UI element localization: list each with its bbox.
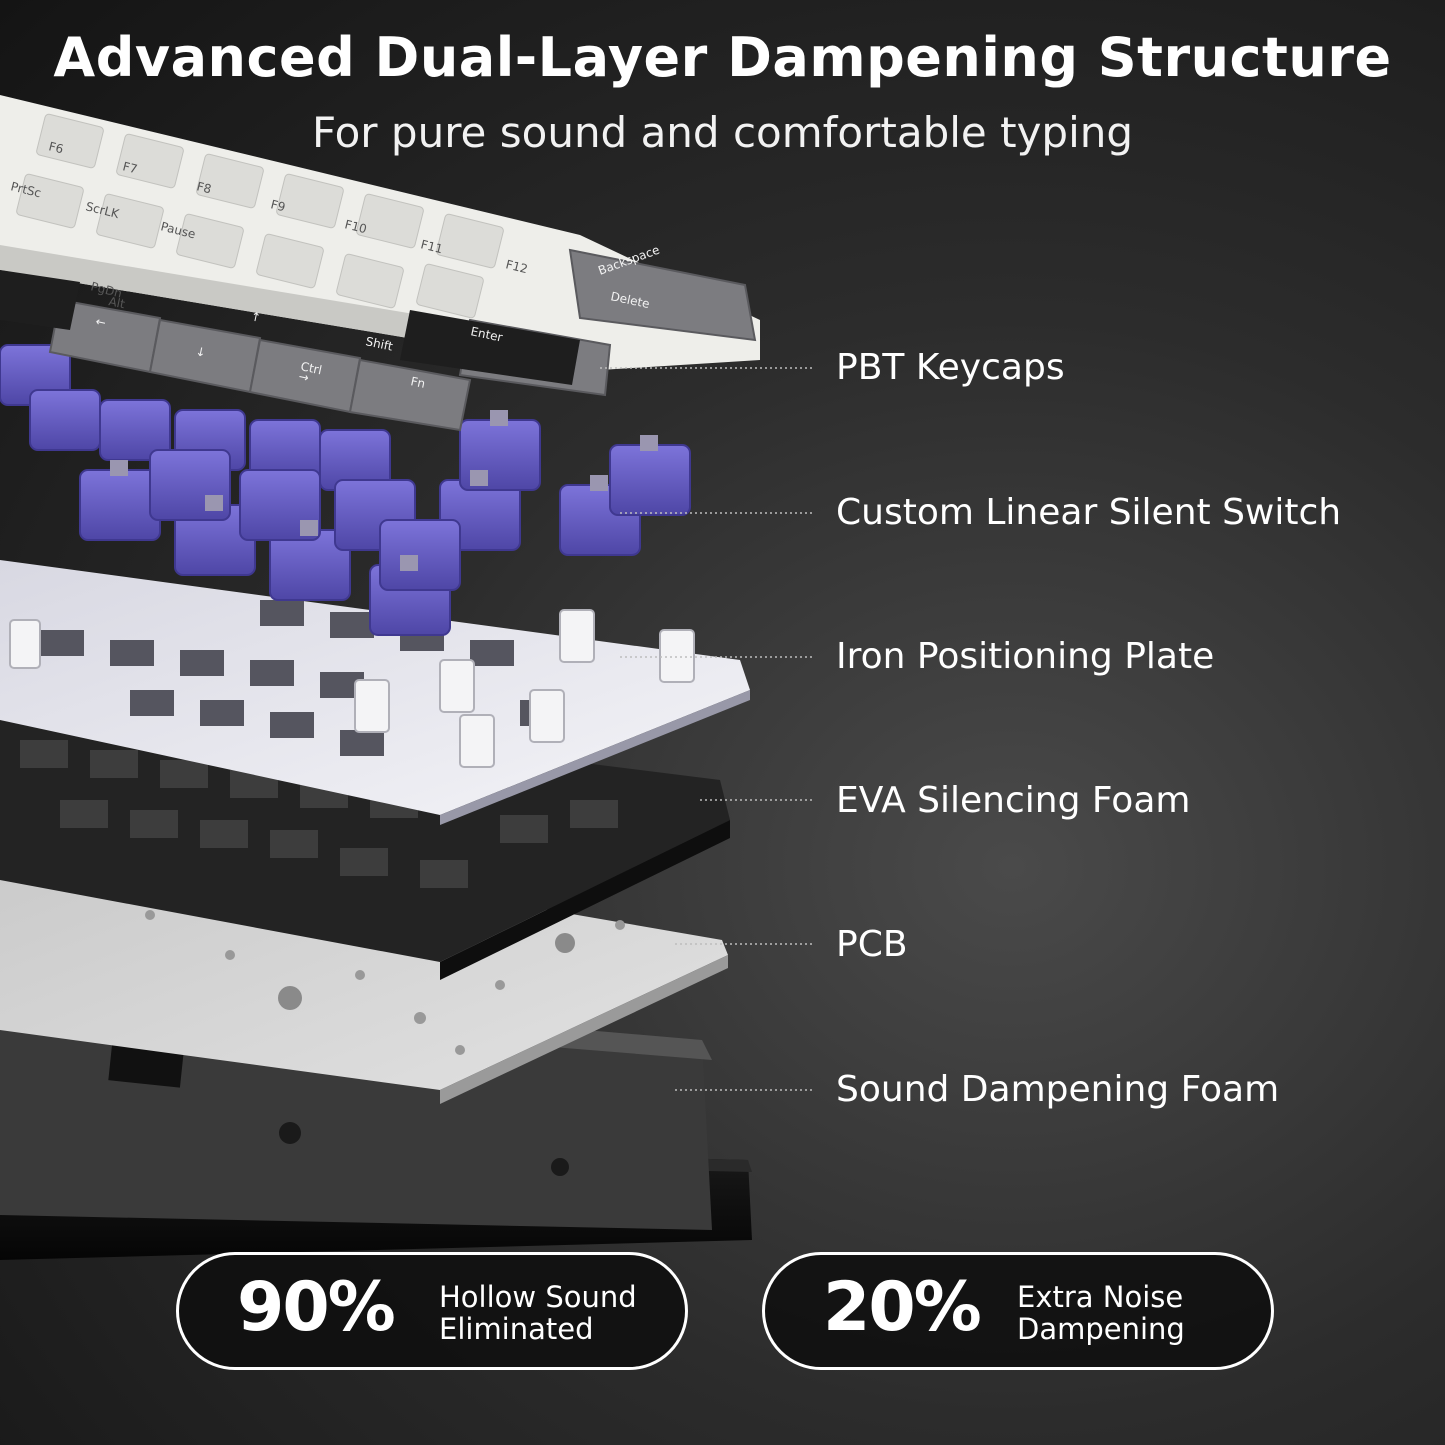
leader-lines [600,367,815,1091]
iron-plate-layer [0,560,750,825]
stat-value: 20% [823,1268,982,1347]
switch-layer [0,344,691,636]
keycap-legend: F9 [269,197,287,214]
keycap-legend: Shift [364,334,394,353]
keycap-legend: F7 [121,159,139,176]
keycap-legend: → [297,369,310,385]
keycap-legend: F8 [195,179,213,196]
keycap-legend: F11 [419,237,444,256]
stat-description: Hollow Sound Eliminated [439,1281,637,1345]
keycap-legend: ↓ [194,344,207,360]
label-iron-positioning-plate: Iron Positioning Plate [836,636,1215,677]
keycap-legend: F6 [47,139,65,156]
label-pcb: PCB [836,924,908,965]
keycap-layer [0,95,760,432]
stat-description-line: Hollow Sound [439,1280,637,1314]
label-eva-silencing-foam: EVA Silencing Foam [836,780,1191,821]
keycap-legend: ↑ [249,309,262,325]
stat-description-line: Eliminated [439,1312,594,1346]
stat-value: 90% [237,1268,396,1347]
keycap-legend: F10 [343,217,368,236]
page-title: Advanced Dual-Layer Dampening Structure [53,26,1392,89]
stat-badge-noise-dampening: 20% Extra Noise Dampening [762,1252,1274,1370]
stat-description-line: Dampening [1017,1312,1185,1346]
label-pbt-keycaps: PBT Keycaps [836,347,1065,388]
keycap-legend: ← [94,314,107,330]
stat-description-line: Extra Noise [1017,1280,1184,1314]
keycap-legend: Alt [107,294,126,311]
keycap-legend: Enter [469,324,503,344]
label-linear-silent-switch: Custom Linear Silent Switch [836,492,1342,533]
stat-description: Extra Noise Dampening [1017,1281,1185,1345]
page-subtitle: For pure sound and comfortable typing [311,108,1134,157]
label-sound-dampening-foam: Sound Dampening Foam [836,1069,1280,1110]
keycap-legend: Ctrl [299,359,323,377]
stat-badge-hollow-sound: 90% Hollow Sound Eliminated [176,1252,688,1370]
keycap-legend: F12 [504,257,529,276]
keycap-legend: Fn [409,374,426,391]
